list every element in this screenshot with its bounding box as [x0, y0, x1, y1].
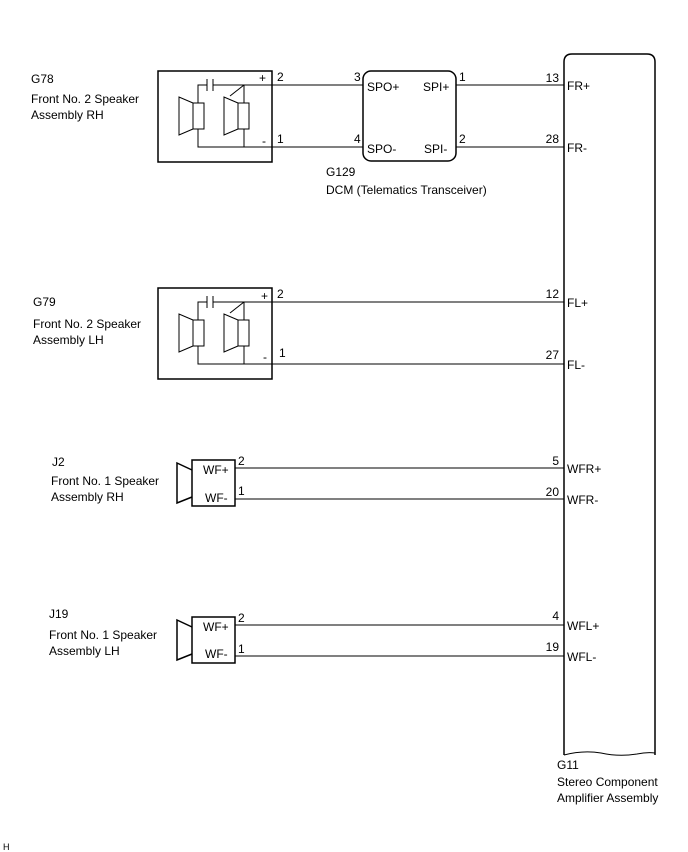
g79-name-line2: Assembly LH [33, 333, 104, 347]
g129-name: DCM (Telematics Transceiver) [326, 183, 487, 197]
g78-minus-sign: - [262, 134, 266, 148]
g79-code: G79 [33, 295, 56, 309]
g79-plus-sign: + [261, 289, 268, 303]
j2-code: J2 [52, 455, 65, 469]
g129-code: G129 [326, 165, 356, 179]
j19-name-line1: Front No. 1 Speaker [49, 628, 157, 642]
pin-g79-plus: 2 [277, 287, 284, 301]
amp-label-wfr-minus: WFR- [567, 493, 598, 507]
j19-wf-plus-label: WF+ [203, 620, 229, 634]
amp-label-wfl-plus: WFL+ [567, 619, 599, 633]
amp-pin-wfl-plus: 4 [552, 609, 559, 623]
pin-j2-plus: 2 [238, 454, 245, 468]
pin-g78-minus: 1 [277, 132, 284, 146]
j2-wf-plus-label: WF+ [203, 463, 229, 477]
amp-pin-fr-plus: 13 [546, 71, 560, 85]
g129-spi-plus-label: SPI+ [423, 80, 449, 94]
amp-label-fl-minus: FL- [567, 358, 585, 372]
amp-pin-fl-plus: 12 [546, 287, 560, 301]
g11-code: G11 [557, 758, 579, 772]
g129-spi-minus-label: SPI- [424, 142, 447, 156]
pin-j19-minus: 1 [238, 642, 245, 656]
amp-pin-wfr-minus: 20 [546, 485, 560, 499]
pin-j2-minus: 1 [238, 484, 245, 498]
amp-pin-fl-minus: 27 [546, 348, 560, 362]
g78-plus-sign: + [259, 71, 266, 85]
amp-label-fl-plus: FL+ [567, 296, 588, 310]
j2-name-line1: Front No. 1 Speaker [51, 474, 159, 488]
pin-g129-spo-plus: 3 [354, 70, 361, 84]
j19-name-line2: Assembly LH [49, 644, 120, 658]
amp-label-fr-plus: FR+ [567, 79, 590, 93]
j2-speaker-symbol [176, 459, 236, 507]
g129-spo-minus-label: SPO- [367, 142, 396, 156]
g11-name-line1: Stereo Component [557, 775, 658, 789]
wires [235, 84, 564, 657]
g78-code: G78 [31, 72, 54, 86]
amp-pin-wfl-minus: 19 [546, 640, 560, 654]
g78-name-line1: Front No. 2 Speaker [31, 92, 139, 106]
amp-label-wfl-minus: WFL- [567, 650, 596, 664]
pin-g129-spi-plus: 1 [459, 70, 466, 84]
pin-j19-plus: 2 [238, 611, 245, 625]
j19-wf-minus-label: WF- [205, 647, 228, 661]
corner-mark: H [3, 842, 10, 852]
g78-speaker-symbol [157, 70, 273, 163]
g129-spo-plus-label: SPO+ [367, 80, 399, 94]
g129-dcm-box [362, 70, 457, 162]
g79-name-line1: Front No. 2 Speaker [33, 317, 141, 331]
amp-label-fr-minus: FR- [567, 141, 587, 155]
j19-speaker-symbol [176, 616, 236, 664]
g78-name-line2: Assembly RH [31, 108, 104, 122]
pin-g129-spo-minus: 4 [354, 132, 361, 146]
g11-amplifier-body [563, 53, 656, 756]
j2-name-line2: Assembly RH [51, 490, 124, 504]
g11-name-line2: Amplifier Assembly [557, 791, 658, 805]
pin-g79-minus: 1 [279, 346, 286, 360]
amp-label-wfr-plus: WFR+ [567, 462, 601, 476]
g79-speaker-symbol [157, 287, 273, 380]
pin-g78-plus: 2 [277, 70, 284, 84]
pin-g129-spi-minus: 2 [459, 132, 466, 146]
amp-pin-fr-minus: 28 [546, 132, 560, 146]
amp-pin-wfr-plus: 5 [552, 454, 559, 468]
j2-wf-minus-label: WF- [205, 491, 228, 505]
j19-code: J19 [49, 607, 69, 621]
g79-minus-sign: - [263, 350, 267, 364]
